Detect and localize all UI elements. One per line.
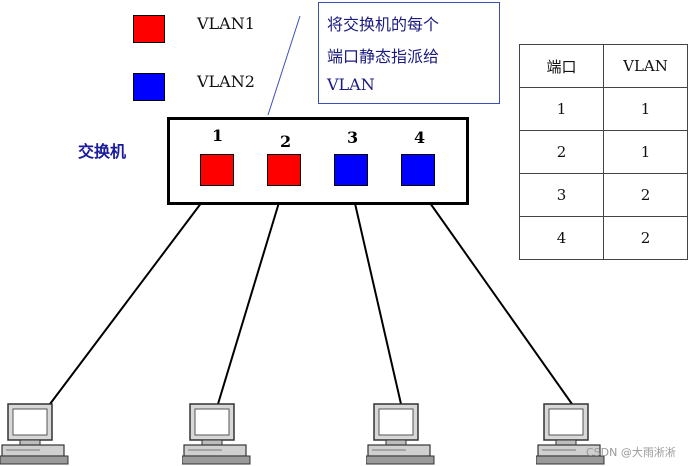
legend-label-vlan2: VLAN2 bbox=[197, 72, 255, 91]
legend-label-vlan1: VLAN1 bbox=[197, 14, 255, 33]
port-number-3: 3 bbox=[347, 128, 359, 147]
computer-icon bbox=[182, 403, 251, 465]
computer-icon bbox=[0, 403, 69, 465]
table-cell-port: 3 bbox=[519, 173, 604, 217]
watermark: CSDN @大雨淅淅 bbox=[586, 446, 676, 459]
callout-line-1: 将交换机的每个 bbox=[327, 15, 440, 34]
port-number-1: 1 bbox=[212, 126, 224, 145]
callout-box: 将交换机的每个 端口静态指派给 VLAN bbox=[318, 2, 500, 104]
table-cell-port: 2 bbox=[519, 130, 604, 174]
table-row: 1 1 bbox=[519, 87, 688, 131]
computer-icon bbox=[536, 403, 605, 465]
computer-icon bbox=[366, 403, 435, 465]
callout-leader-line bbox=[267, 15, 301, 116]
table-header-row: 端口 VLAN bbox=[519, 44, 688, 88]
port-1 bbox=[200, 154, 234, 186]
legend-swatch-vlan2 bbox=[133, 73, 165, 101]
callout-line-2: 端口静态指派给 bbox=[327, 47, 440, 66]
cable-port-3 bbox=[350, 185, 402, 405]
legend-swatch-vlan1 bbox=[133, 15, 165, 43]
port-number-2: 2 bbox=[280, 132, 292, 151]
table-cell-vlan: 1 bbox=[603, 87, 688, 131]
table-cell-vlan: 2 bbox=[603, 173, 688, 217]
table-cell-port: 1 bbox=[519, 87, 604, 131]
table-cell-vlan: 2 bbox=[603, 216, 688, 260]
port-3 bbox=[334, 154, 368, 186]
cable-port-1 bbox=[49, 185, 215, 405]
table-cell-port: 4 bbox=[519, 216, 604, 260]
port-number-4: 4 bbox=[414, 128, 426, 147]
table-row: 3 2 bbox=[519, 173, 688, 217]
port-vlan-table: 端口 VLAN 1 1 2 1 3 2 4 2 bbox=[519, 44, 688, 260]
callout-line-3: VLAN bbox=[327, 75, 375, 94]
table-header-port: 端口 bbox=[519, 44, 604, 88]
table-row: 4 2 bbox=[519, 216, 688, 260]
table-header-vlan: VLAN bbox=[603, 44, 688, 88]
table-row: 2 1 bbox=[519, 130, 688, 174]
port-4 bbox=[401, 154, 435, 186]
table-cell-vlan: 1 bbox=[603, 130, 688, 174]
cable-port-2 bbox=[217, 185, 285, 405]
port-2 bbox=[267, 154, 301, 186]
switch-label: 交换机 bbox=[78, 142, 127, 161]
cable-port-4 bbox=[417, 185, 573, 405]
